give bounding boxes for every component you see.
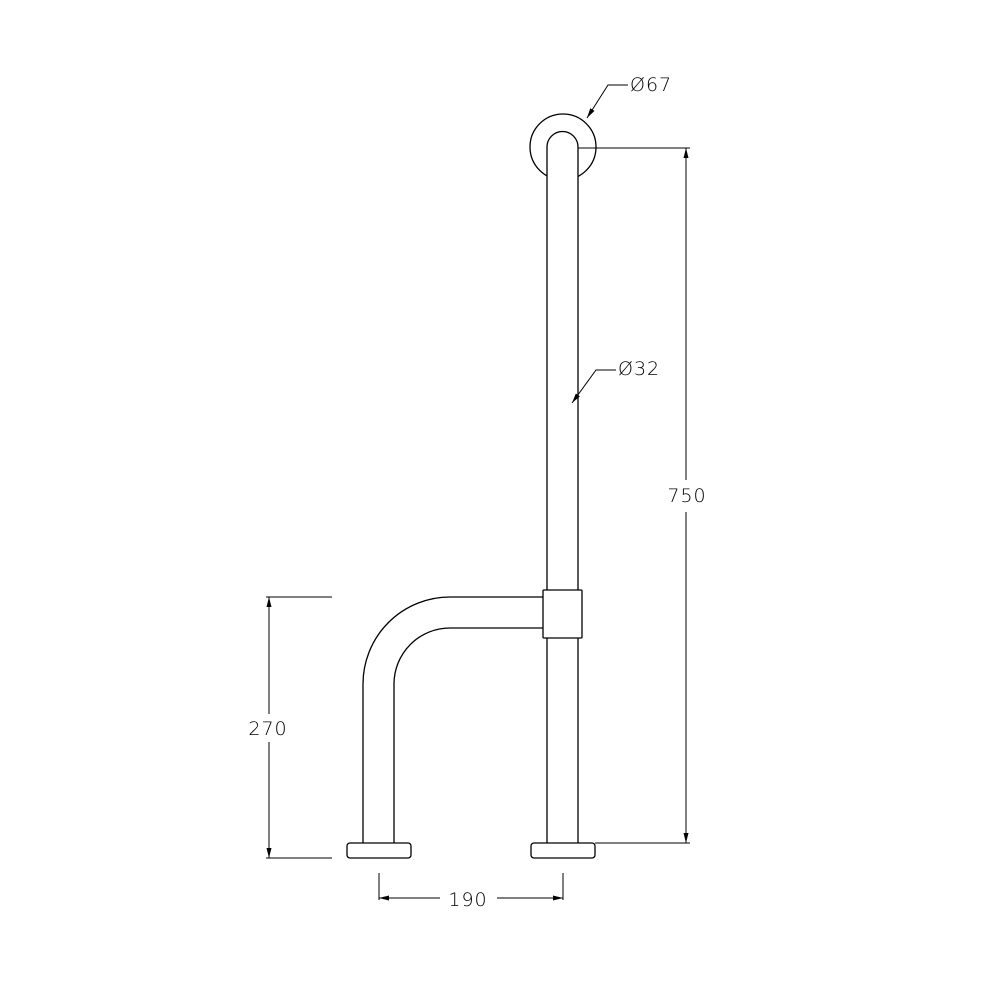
dimension-270	[266, 596, 332, 859]
leader-67	[586, 84, 628, 119]
tube-diameter-label: Ø32	[618, 358, 660, 380]
dimension-270-label: 270	[248, 718, 287, 740]
flange-diameter-label: Ø67	[630, 74, 672, 96]
vertical-tube	[546, 130, 579, 843]
right-foot	[530, 842, 596, 859]
bent-tube	[362, 596, 543, 843]
dimension-750-label: 750	[667, 485, 706, 507]
dimension-190	[378, 873, 564, 901]
leader-32	[571, 369, 616, 404]
dimension-190-label: 190	[448, 889, 487, 911]
left-foot	[346, 842, 412, 859]
dimension-750	[578, 147, 690, 844]
tube-sleeve	[542, 589, 583, 639]
